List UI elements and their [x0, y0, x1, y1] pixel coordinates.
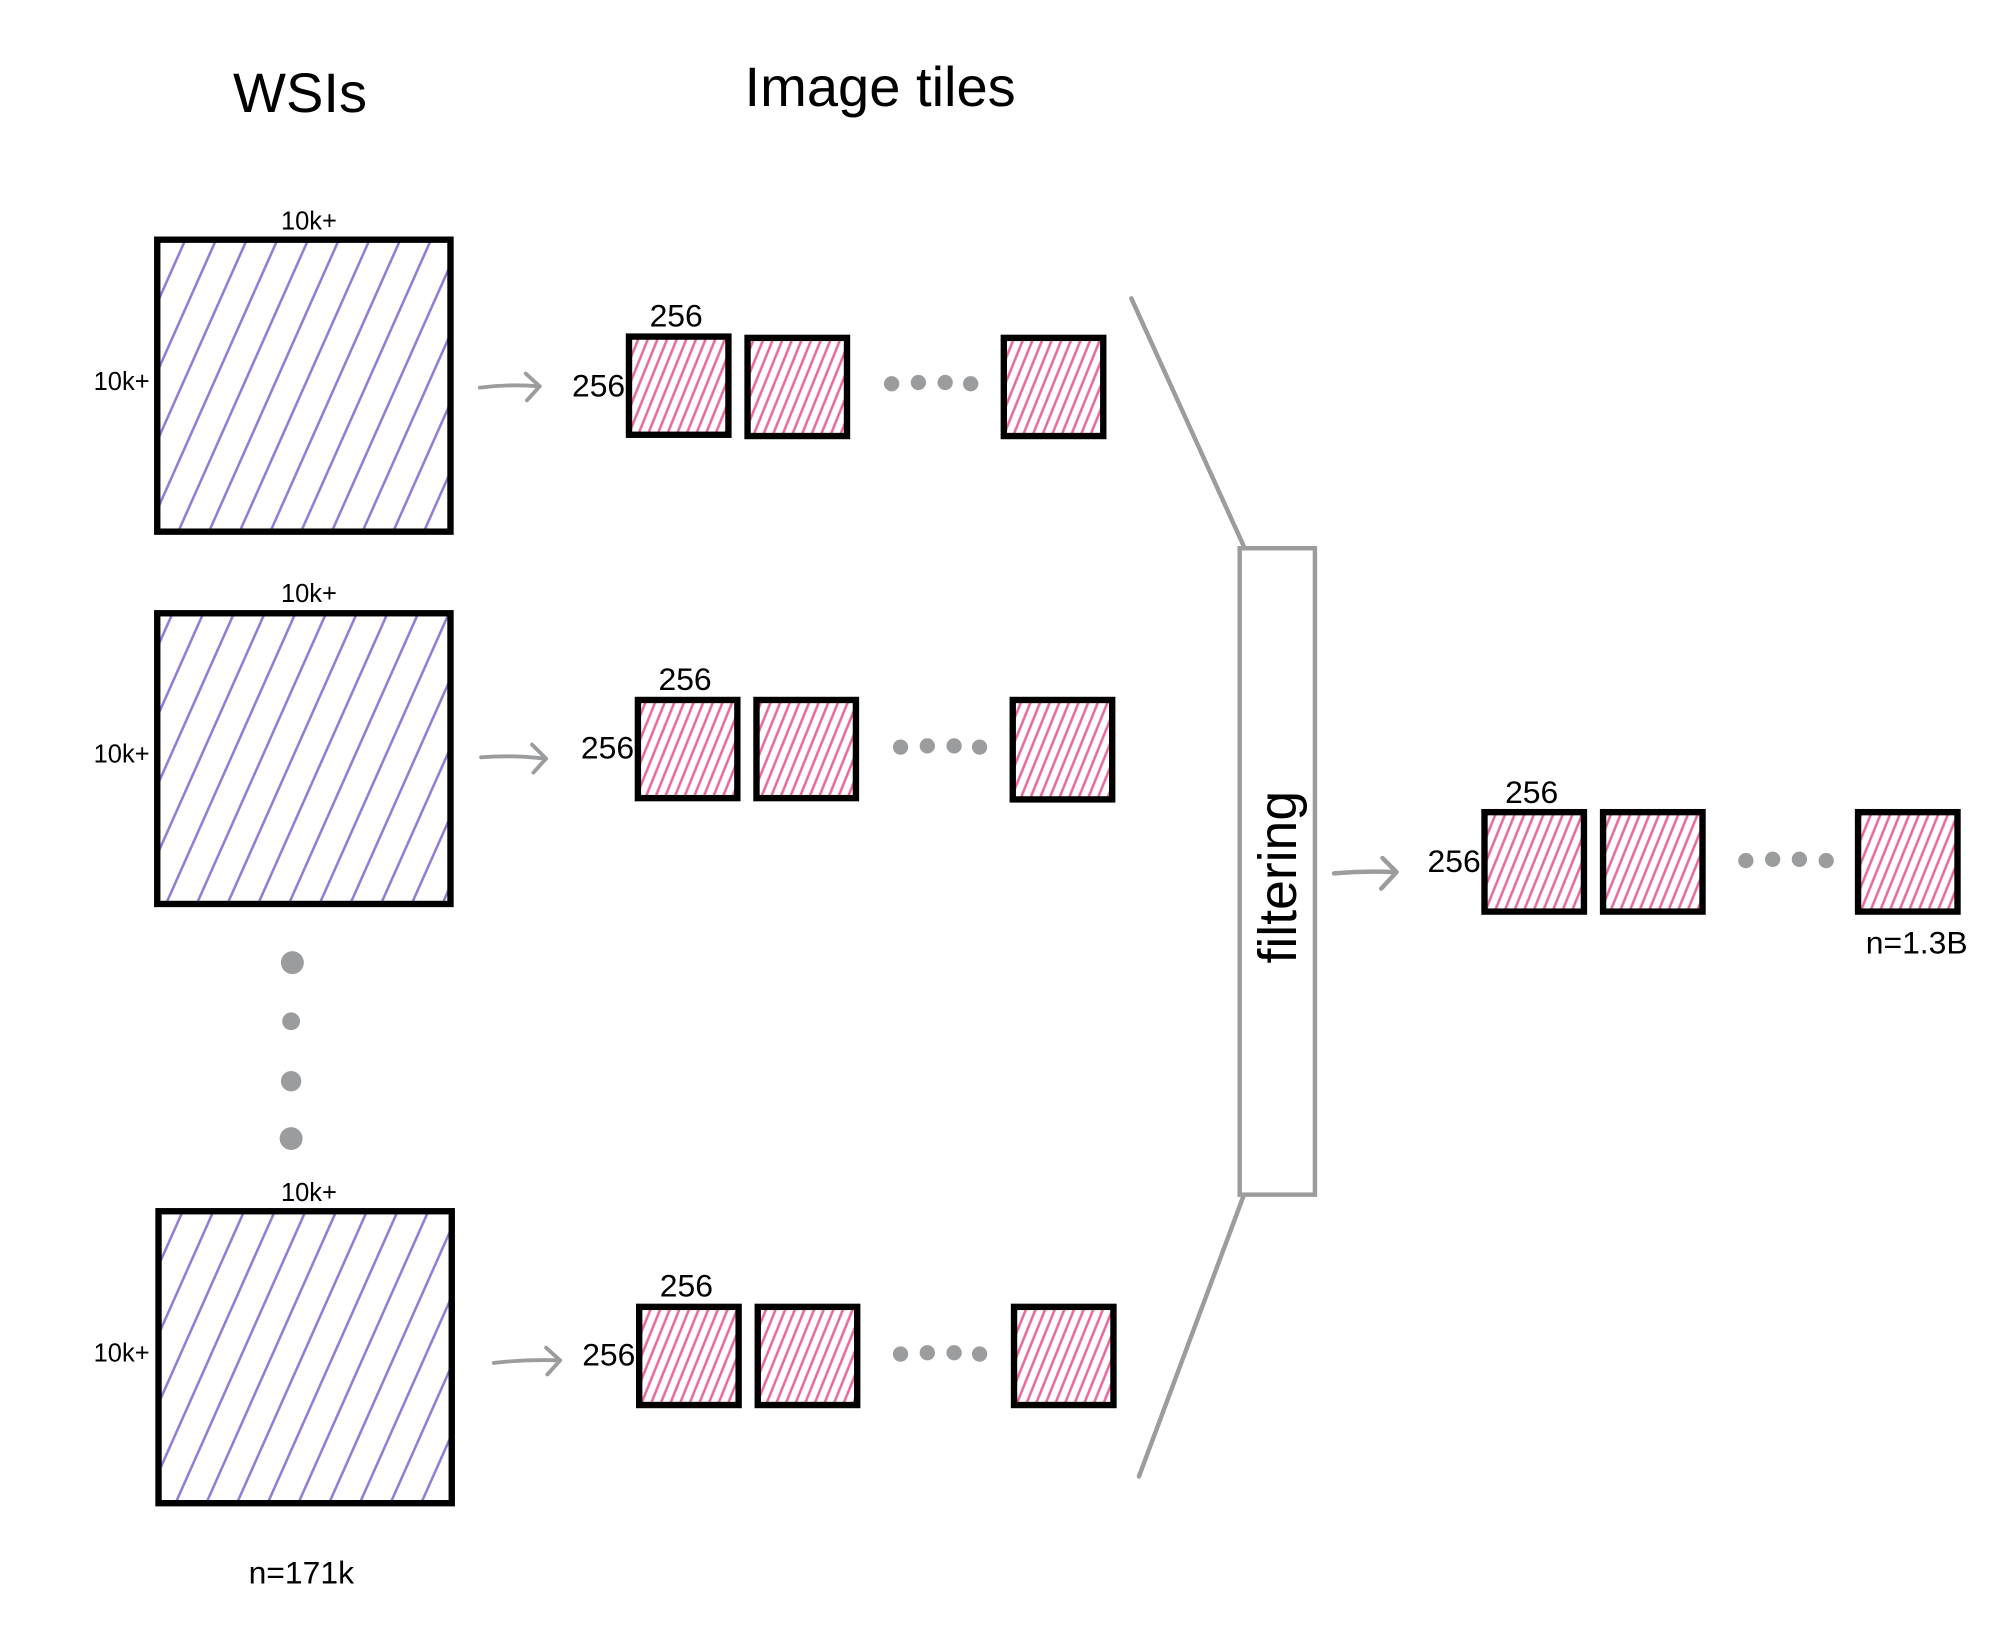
tile: [1000, 334, 1107, 440]
ellipsis-dots-icon: [892, 738, 988, 755]
tile-height-label: 256: [572, 368, 625, 404]
funnel-line-bottom: [1136, 1193, 1246, 1479]
tile: [625, 333, 732, 438]
tile-row-1: 256 256: [572, 297, 1107, 440]
wsi-width-label: 10k+: [281, 207, 337, 235]
wsi-image: [154, 610, 454, 908]
tile: [1599, 808, 1706, 915]
ellipsis-dots-icon: [883, 374, 979, 392]
wsi-slide-1: 10k+ 10k+: [94, 207, 454, 535]
image-tiles-title: Image tiles: [745, 55, 1016, 118]
wsi-height-label: 10k+: [94, 1340, 150, 1368]
arrow-icon: [1331, 855, 1399, 891]
filtering-box: [1237, 546, 1318, 1197]
tile-row-3: 256 256: [582, 1268, 1117, 1409]
wsi-count-label: n=171k: [249, 1555, 354, 1591]
wsi-image: [155, 1208, 455, 1507]
output-tile-width-label: 256: [1505, 774, 1558, 810]
tile-height-label: 256: [581, 730, 634, 766]
tile: [753, 696, 860, 802]
filtering-step: filtering: [1237, 546, 1318, 1197]
tile: [744, 334, 851, 440]
wsi-height-label: 10k+: [94, 368, 150, 396]
ellipsis-dots-icon: [1738, 851, 1834, 869]
tile: [1010, 1303, 1117, 1409]
ellipsis-dots-icon: [892, 1345, 988, 1362]
tile-width-label: 256: [650, 297, 703, 333]
arrow-icon: [491, 1345, 563, 1377]
wsi-width-label: 10k+: [281, 580, 337, 608]
output-tile-row: 256 256: [1428, 774, 1961, 915]
wsi-slide-3: 10k+ 10k+: [94, 1179, 455, 1507]
tile-width-label: 256: [660, 1268, 713, 1304]
tile-width-label: 256: [659, 661, 712, 697]
output-tile-height-label: 256: [1428, 843, 1481, 879]
tile: [1854, 808, 1961, 915]
arrow-icon: [477, 371, 542, 403]
tile: [635, 1303, 742, 1409]
wsi-width-label: 10k+: [281, 1179, 337, 1207]
wsi-height-label: 10k+: [94, 740, 150, 768]
wsi-slide-2: 10k+ 10k+: [94, 580, 454, 908]
tile: [754, 1303, 861, 1409]
tile: [634, 696, 741, 802]
vertical-ellipsis-icon: [279, 951, 304, 1151]
tile: [1009, 696, 1116, 803]
output-count-label: n=1.3B: [1866, 925, 1968, 961]
tile-height-label: 256: [582, 1337, 635, 1373]
tile: [1481, 808, 1588, 915]
tile-row-2: 256 256: [581, 661, 1116, 803]
arrow-icon: [479, 742, 549, 775]
filtering-label: filtering: [1249, 791, 1308, 964]
wsi-image: [154, 236, 454, 535]
funnel-line-top: [1129, 296, 1246, 548]
wsis-title: WSIs: [233, 61, 367, 124]
